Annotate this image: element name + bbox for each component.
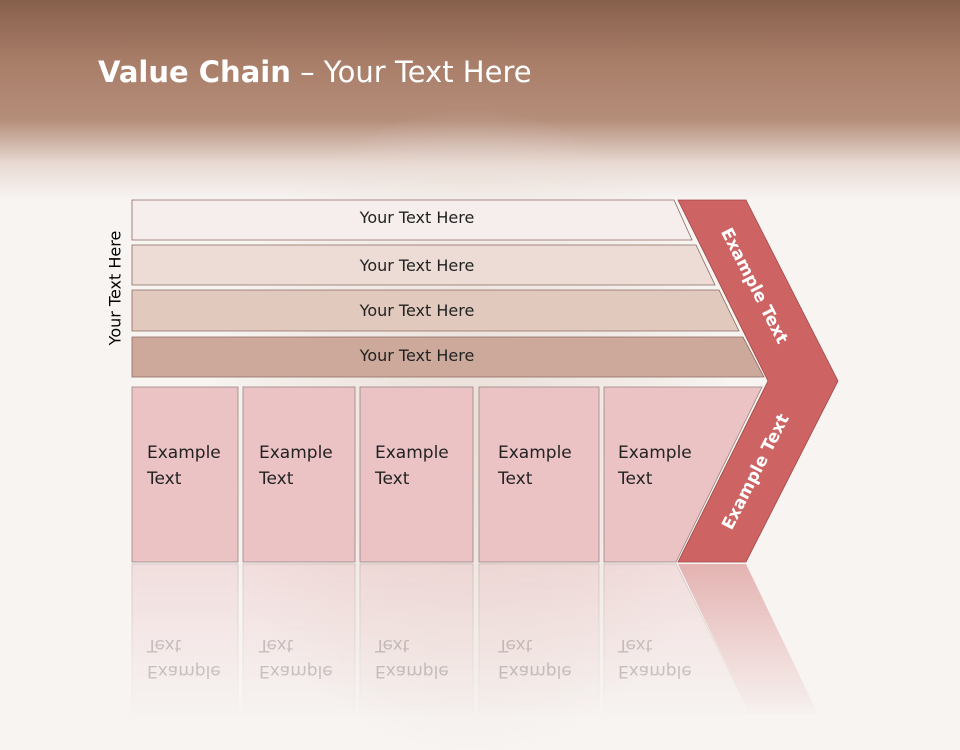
column-5 bbox=[603, 386, 763, 563]
value-chain-diagram bbox=[131, 199, 839, 715]
chevron-arrow bbox=[677, 199, 839, 563]
bar-3-label: Your Text Here bbox=[359, 301, 475, 320]
bar-4 bbox=[131, 336, 765, 378]
bar-2 bbox=[131, 244, 716, 286]
title-bold: Value Chain bbox=[98, 55, 291, 89]
column-1 bbox=[131, 386, 239, 563]
bar-3 bbox=[131, 289, 740, 332]
bar-1 bbox=[131, 199, 693, 241]
column-4 bbox=[478, 386, 600, 563]
slide-title: Value Chain – Your Text Here bbox=[98, 55, 532, 89]
reflection bbox=[131, 563, 818, 715]
bar-4-label: Your Text Here bbox=[359, 346, 475, 365]
bar-1-label: Your Text Here bbox=[359, 208, 475, 227]
bar-2-label: Your Text Here bbox=[359, 256, 475, 275]
column-2 bbox=[242, 386, 356, 563]
column-3 bbox=[359, 386, 474, 563]
title-rest: – Your Text Here bbox=[290, 55, 532, 89]
